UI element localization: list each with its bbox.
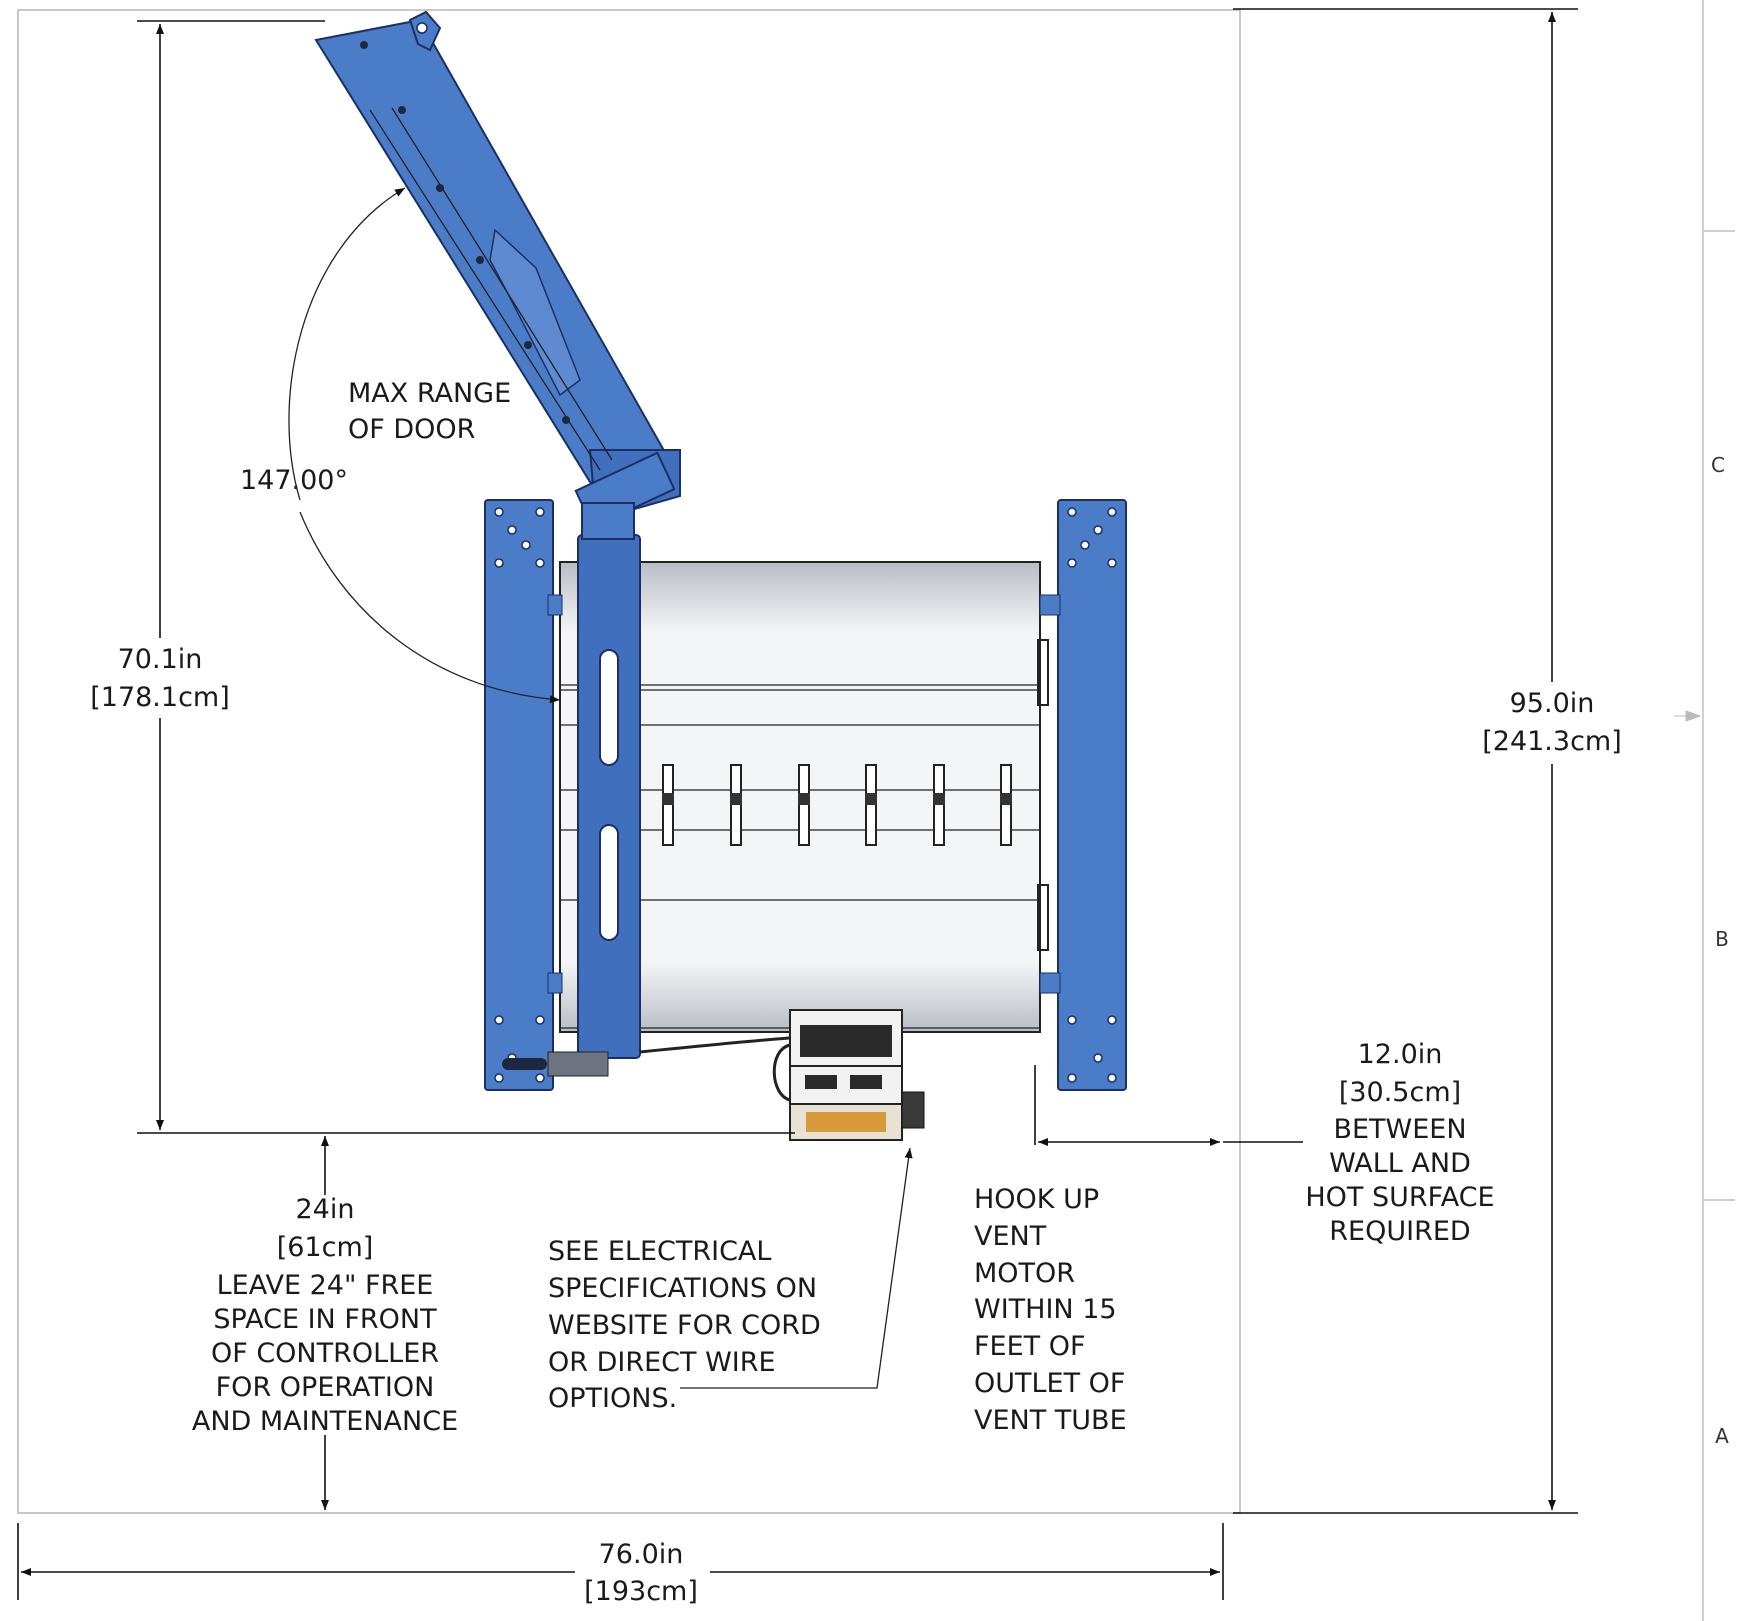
wall-note-line-2: WALL AND bbox=[1329, 1148, 1471, 1179]
left-rail bbox=[484, 499, 554, 1091]
width-value: 76.0in bbox=[599, 1539, 684, 1570]
wall-clearance-metric: [30.5cm] bbox=[1339, 1077, 1461, 1108]
electrical-note-line-1: SEE ELECTRICAL bbox=[548, 1236, 771, 1267]
door-handle bbox=[502, 1058, 547, 1070]
height-right-metric: [241.3cm] bbox=[1482, 726, 1622, 757]
zone-label-a: A bbox=[1715, 1424, 1729, 1448]
vent-note-line-6: OUTLET OF bbox=[974, 1368, 1125, 1399]
vent-note-line-5: FEET OF bbox=[974, 1331, 1086, 1362]
front-note-line-2: SPACE IN FRONT bbox=[213, 1304, 437, 1335]
machine-top-view bbox=[314, 10, 1127, 1141]
open-door bbox=[314, 10, 681, 535]
height-left-value: 70.1in bbox=[118, 644, 203, 675]
zone-label-b: B bbox=[1715, 927, 1729, 951]
wall-note-line-3: HOT SURFACE bbox=[1305, 1182, 1494, 1213]
door-angle-value: 147.00° bbox=[240, 465, 348, 496]
room-boundary bbox=[17, 9, 1241, 1514]
vent-note-line-3: MOTOR bbox=[974, 1258, 1075, 1289]
nozzle-row bbox=[662, 764, 1012, 846]
front-note-line-4: FOR OPERATION bbox=[216, 1372, 435, 1403]
vent-note-line-7: VENT TUBE bbox=[974, 1405, 1127, 1436]
hinge-column bbox=[577, 534, 641, 1059]
height-left-metric: [178.1cm] bbox=[90, 682, 230, 713]
electrical-note-line-2: SPECIFICATIONS ON bbox=[548, 1273, 817, 1304]
vent-note-line-4: WITHIN 15 bbox=[974, 1294, 1117, 1325]
arrow-marker-icon bbox=[1674, 710, 1702, 722]
wall-clearance-value: 12.0in bbox=[1358, 1039, 1443, 1070]
vent-note-line-2: VENT bbox=[974, 1221, 1047, 1252]
vent-note-line-1: HOOK UP bbox=[974, 1184, 1099, 1215]
front-note-line-3: OF CONTROLLER bbox=[211, 1338, 439, 1369]
door-note-line-1: MAX RANGE bbox=[348, 378, 511, 409]
electrical-note-line-3: WEBSITE FOR CORD bbox=[548, 1310, 821, 1341]
zone-label-c: C bbox=[1711, 453, 1725, 477]
electrical-note-line-4: OR DIRECT WIRE bbox=[548, 1347, 776, 1378]
door-angle-arc bbox=[288, 187, 406, 501]
height-right-value: 95.0in bbox=[1510, 688, 1595, 719]
front-note-line-5: AND MAINTENANCE bbox=[192, 1406, 458, 1437]
front-note-line-1: LEAVE 24" FREE bbox=[217, 1270, 434, 1301]
wall-note-line-4: REQUIRED bbox=[1329, 1216, 1470, 1247]
electrical-leader bbox=[680, 1147, 913, 1389]
electrical-note-line-5: OPTIONS. bbox=[548, 1383, 677, 1414]
front-clearance-value: 24in bbox=[296, 1194, 355, 1225]
right-rail bbox=[1057, 499, 1127, 1091]
door-note-line-2: OF DOOR bbox=[348, 414, 475, 445]
width-metric: [193cm] bbox=[584, 1576, 698, 1607]
wall-note-line-1: BETWEEN bbox=[1333, 1114, 1466, 1145]
control-box bbox=[639, 1009, 925, 1141]
front-clearance-metric: [61cm] bbox=[277, 1232, 374, 1263]
